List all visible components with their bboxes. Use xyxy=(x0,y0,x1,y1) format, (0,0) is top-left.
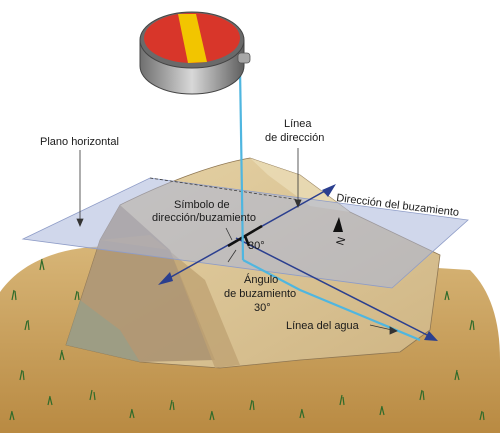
label-dip-angle-2: de buzamiento xyxy=(224,288,296,300)
label-water-line: Línea del agua xyxy=(286,320,360,332)
label-strike-line-2: de dirección xyxy=(265,132,324,144)
label-dip-angle-value: 30° xyxy=(254,302,271,314)
north-marker: N xyxy=(334,236,348,247)
leader-lines xyxy=(76,148,398,335)
strike-line-dashed xyxy=(149,177,301,201)
strike-dip-symbol xyxy=(227,224,263,248)
grass-tufts xyxy=(9,258,485,421)
compass-icon xyxy=(139,11,251,95)
label-strike-line-1: Línea xyxy=(284,118,312,130)
label-symbol-2: dirección/buzamiento xyxy=(152,212,256,224)
label-symbol-1: Símbolo de xyxy=(174,199,230,211)
horizontal-plane xyxy=(21,177,469,289)
label-dip-angle-1: Ángulo xyxy=(244,273,278,286)
north-arrow-icon xyxy=(333,217,343,232)
label-horizontal-plane: Plano horizontal xyxy=(40,136,119,148)
label-symbol-angle: 30° xyxy=(248,240,265,252)
